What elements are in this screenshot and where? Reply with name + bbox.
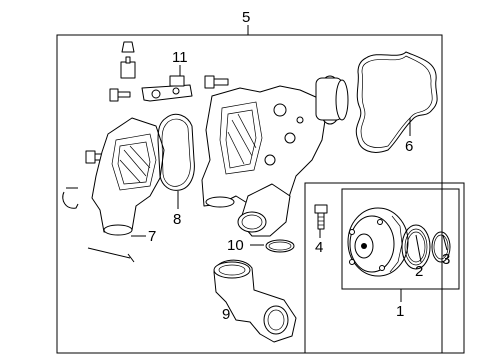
assembly-frame-5: [56, 34, 443, 354]
clip-part-left: [62, 191, 79, 209]
gasket-part-8: [157, 113, 195, 191]
callout-10: 10: [227, 237, 244, 254]
callout-6: 6: [405, 138, 413, 155]
o-ring-part-3: [431, 231, 451, 263]
sensor-clip-icon: [121, 41, 135, 53]
callout-1: 1: [396, 303, 404, 320]
thermostat-sensor-part-11: [141, 84, 193, 102]
water-pump-impeller: [347, 207, 409, 277]
callout-8: 8: [173, 211, 181, 228]
water-pump-housing: [201, 85, 327, 215]
seal-ring-part-2: [401, 224, 431, 270]
callout-7: 7: [148, 228, 156, 245]
pin-part-7: [87, 247, 135, 263]
bolt-left-upper: [109, 88, 131, 102]
callout-4: 4: [315, 239, 323, 256]
callout-11: 11: [172, 49, 188, 66]
gasket-part-6: [355, 51, 438, 153]
callout-2: 2: [415, 263, 423, 280]
bolt-part-4: [314, 204, 328, 230]
callout-5: 5: [242, 9, 250, 26]
o-ring-part-10: [265, 239, 295, 253]
thermostat-housing-left: [91, 117, 165, 233]
bolt-mid-upper: [204, 75, 229, 89]
sub-assembly-frame: [304, 182, 465, 354]
callout-3: 3: [442, 251, 450, 268]
callout-9: 9: [222, 306, 230, 323]
